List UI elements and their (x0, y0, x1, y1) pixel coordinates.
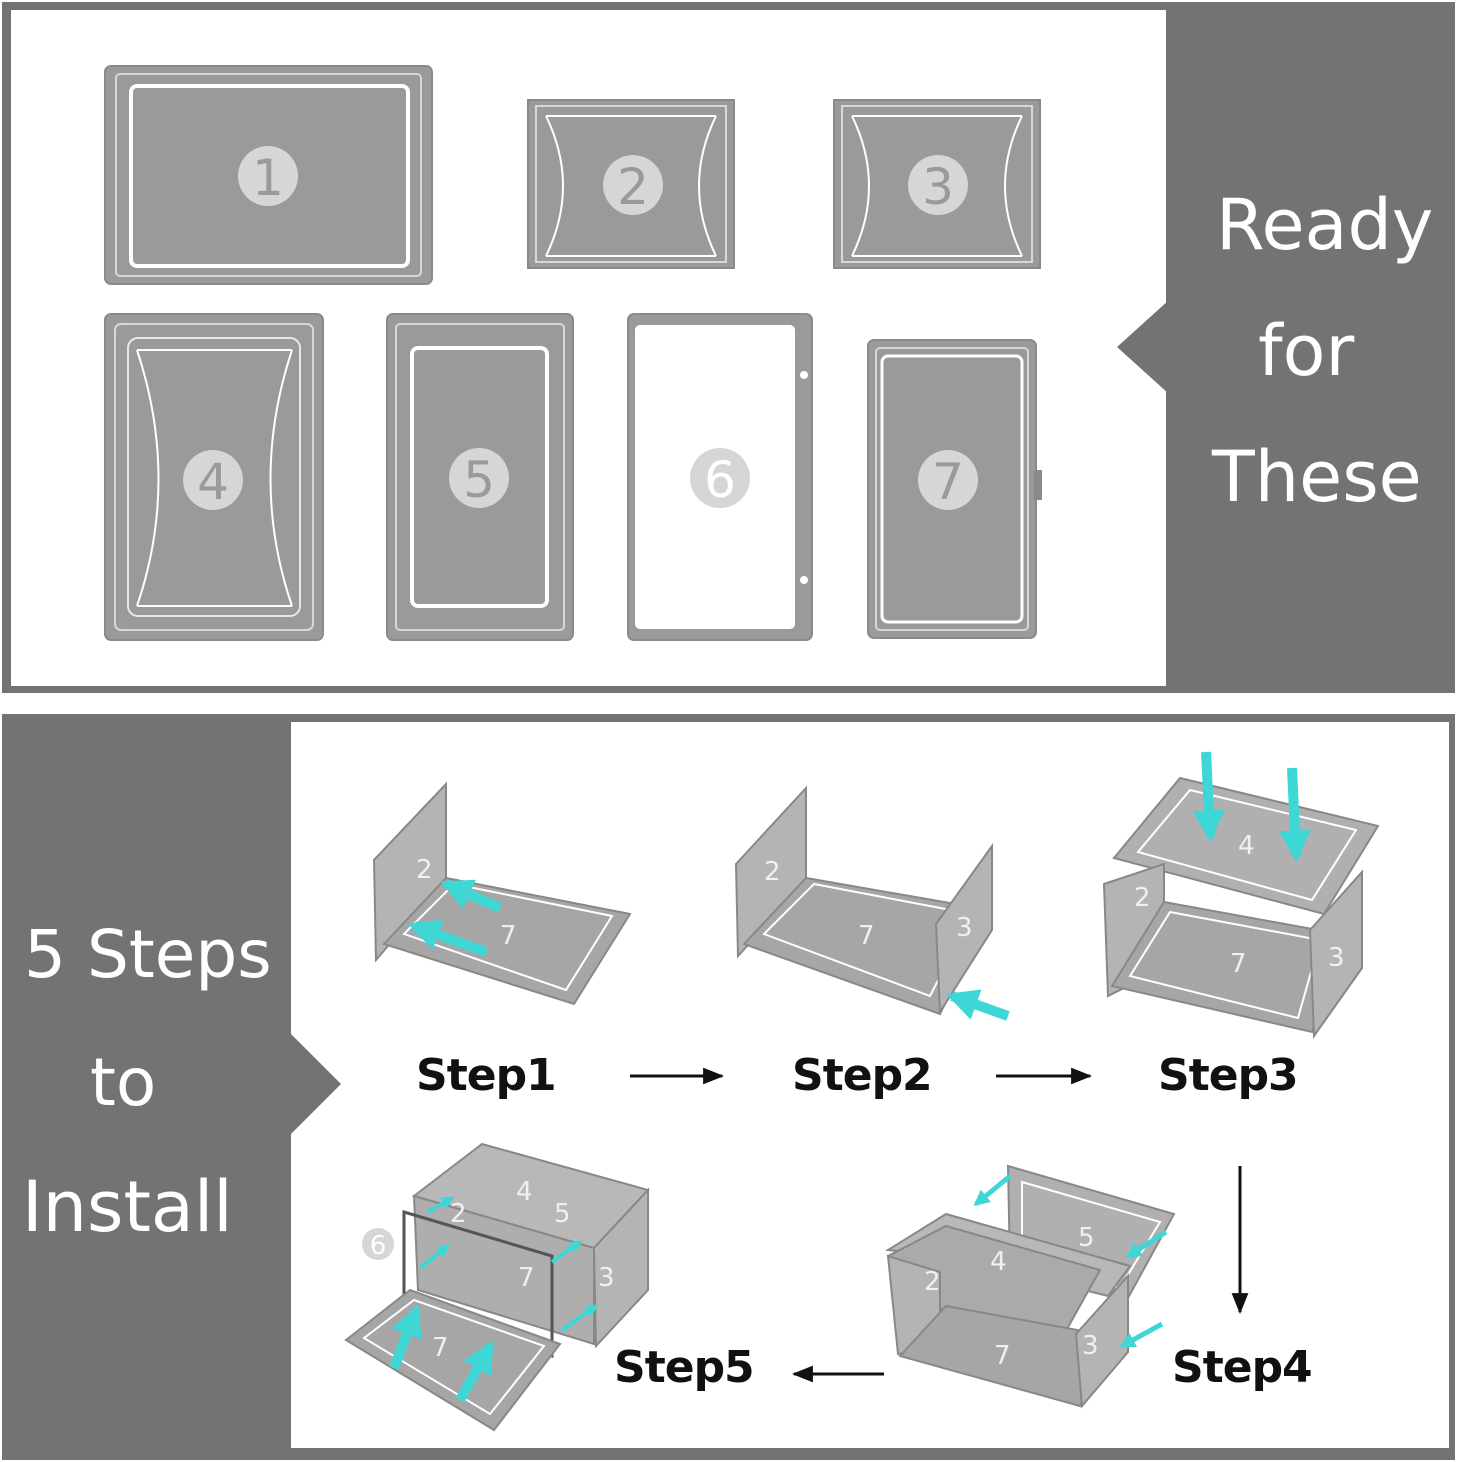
step1-part-2: 2 (416, 855, 433, 885)
piece-1-number: 1 (252, 149, 284, 207)
step5-part-4: 4 (516, 1177, 533, 1207)
step3-label: Step3 (1158, 1050, 1299, 1101)
step5-part-5: 5 (554, 1199, 571, 1229)
step2-part-7: 7 (858, 921, 875, 951)
piece-6: 6 (627, 313, 813, 641)
step3-part-4: 4 (1238, 831, 1255, 861)
piece-6-number: 6 (704, 451, 736, 509)
piece-2-number: 2 (617, 158, 649, 216)
piece-2: 2 (527, 99, 735, 269)
step1-drawing: 2 7 (372, 781, 632, 1006)
step5-part-7: 7 (432, 1333, 449, 1363)
step4-part-3: 3 (1082, 1331, 1099, 1361)
install-text: Install (22, 1166, 233, 1248)
step5-part-3: 3 (598, 1263, 615, 1293)
these-text: These (1212, 436, 1422, 518)
to-text: to (90, 1044, 157, 1121)
step4-part-5: 5 (1078, 1223, 1095, 1253)
step3-part-7: 7 (1230, 949, 1247, 979)
piece-4: 4 (104, 313, 324, 641)
step1-label: Step1 (416, 1050, 557, 1101)
step5-part-7-inner: 7 (518, 1263, 535, 1293)
piece-5: 5 (386, 313, 574, 641)
step2-part-3: 3 (956, 913, 973, 943)
step2-label: Step2 (792, 1050, 933, 1101)
piece-5-number: 5 (463, 451, 495, 509)
step2-part-2: 2 (764, 857, 781, 887)
step2-drawing: 2 7 3 (734, 785, 1010, 1021)
step4-label: Step4 (1172, 1342, 1313, 1393)
step5-part-2: 2 (450, 1199, 467, 1229)
piece-3: 3 (833, 99, 1041, 269)
step4-part-4: 4 (990, 1247, 1007, 1277)
step4-drawing: 5 4 2 3 7 (884, 1164, 1176, 1409)
step4-part-2: 2 (924, 1267, 941, 1297)
step5-part-6: 6 (370, 1231, 387, 1261)
steps-count-text: 5 Steps (24, 916, 272, 993)
for-text: for (1258, 310, 1355, 392)
step4-part-7: 7 (994, 1341, 1011, 1371)
piece-4-number: 4 (197, 453, 229, 511)
piece-3-number: 3 (922, 158, 954, 216)
step3-drawing: 4 2 7 3 (1102, 751, 1380, 1039)
step5-label: Step5 (614, 1342, 755, 1393)
step3-part-2: 2 (1134, 883, 1151, 913)
piece-7: 7 (867, 339, 1042, 639)
piece-7-number: 7 (932, 453, 964, 511)
piece-1: 1 (104, 65, 433, 285)
step3-part-3: 3 (1328, 943, 1345, 973)
step5-drawing: 6 4 5 2 7 3 7 (344, 1142, 650, 1432)
step1-part-7: 7 (500, 921, 517, 951)
ready-text: Ready (1216, 184, 1434, 266)
